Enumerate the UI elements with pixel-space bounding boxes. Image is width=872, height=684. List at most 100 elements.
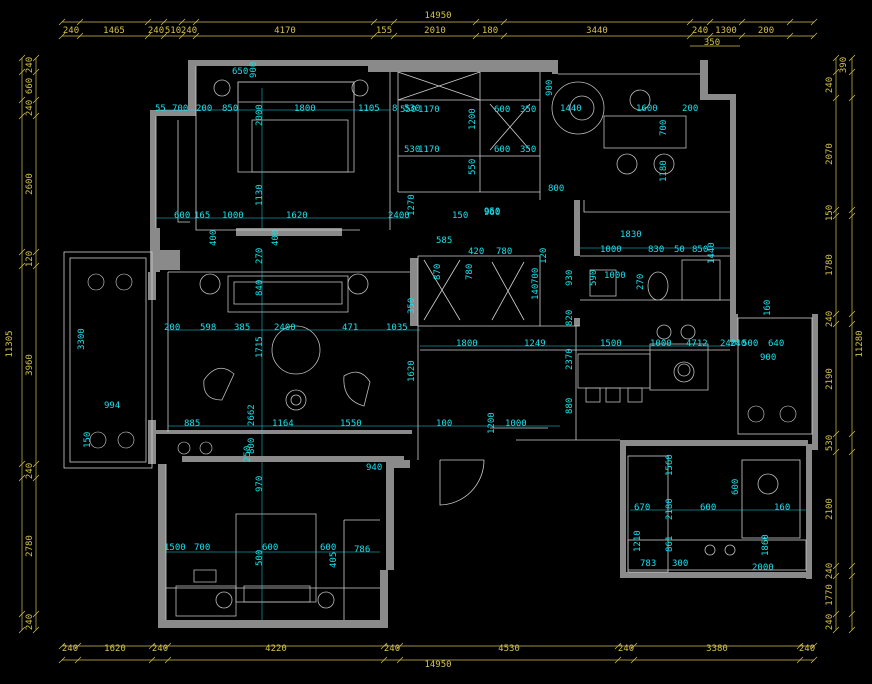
interior-dimension-label: 1550	[340, 419, 362, 429]
interior-dimension-label: 600	[262, 543, 278, 553]
interior-dimension-label: 250	[243, 446, 253, 462]
bottom-dimension-value: 4220	[265, 644, 287, 654]
interior-dimension-label: 150	[83, 432, 93, 448]
interior-dimension-label: 1500	[600, 339, 622, 349]
interior-dimension-label: 550	[400, 105, 416, 115]
interior-dimension-label: 1000	[600, 245, 622, 255]
interior-dimension-label: 650	[232, 67, 248, 77]
right-dimension-value: 240	[825, 563, 835, 579]
right-dimension-value: 1770	[825, 584, 835, 606]
interior-dimension-label: 850	[692, 245, 708, 255]
top-dimension-value: 510	[165, 26, 181, 36]
interior-dimension-label: 400	[271, 230, 281, 246]
bottom-dimension-value: 240	[384, 644, 400, 654]
right-dimension-value: 2190	[825, 368, 835, 390]
interior-dimension-label: 140	[531, 284, 541, 300]
left-dimension-value: 660	[25, 78, 35, 94]
interior-dimension-label: 840	[255, 280, 265, 296]
interior-dimension-label: 830	[648, 245, 664, 255]
top-dimension-value: 240	[181, 26, 197, 36]
interior-dimension-label: 885	[184, 419, 200, 429]
right-dimension-value: 390	[839, 57, 849, 73]
interior-dimension-label: 3300	[77, 328, 87, 350]
top-dimension-value: 240	[63, 26, 79, 36]
interior-dimension-label: 2400	[274, 323, 296, 333]
interior-dimension-label: 1000	[650, 339, 672, 349]
interior-dimension-label: 1800	[294, 104, 316, 114]
interior-dimension-label: 270	[255, 248, 265, 264]
interior-dimension-label: 700	[194, 543, 210, 553]
right-dimension-value: 530	[825, 435, 835, 451]
interior-dimension-label: 786	[354, 545, 370, 555]
furniture	[87, 79, 797, 617]
interior-dimension-label: 783	[640, 559, 656, 569]
bottom-dimension-value: 240	[62, 644, 78, 654]
interior-dimension-label: 600	[700, 503, 716, 513]
left-dimension-value: 2600	[25, 173, 35, 195]
interior-dimension-label: 200	[682, 104, 698, 114]
interior-dimension-label: 1200	[468, 108, 478, 130]
interior-dimension-label: 530	[404, 145, 420, 155]
bottom-dimension-value: 240	[152, 644, 168, 654]
left-total-dimension: 11305	[5, 330, 15, 357]
interior-dimension-label: 2400	[388, 211, 410, 221]
interior-dimension-label: 1130	[255, 184, 265, 206]
interior-dimension-label: 550	[468, 159, 478, 175]
interior-dimension-label: 405	[329, 552, 339, 568]
bottom-dimension-value: 1620	[104, 644, 126, 654]
right-dimension-value: 240	[825, 614, 835, 630]
interior-dimension-label: 994	[104, 401, 120, 411]
interior-dimension-label: 585	[436, 236, 452, 246]
interior-dimension-label: 1620	[407, 360, 417, 382]
interior-dimension-label: 420	[468, 247, 484, 257]
right-dimension-value: 150	[825, 205, 835, 221]
bottom-dimension-value: 240	[618, 644, 634, 654]
interior-dimension-label: 1180	[659, 160, 669, 182]
interior-dimension-label: 870	[433, 264, 443, 280]
left-dimension-value: 240	[25, 100, 35, 116]
interior-dimension-label: 1500	[164, 543, 186, 553]
interior-dimension-label: 1210	[633, 530, 643, 552]
interior-dimension-label: 2370	[565, 348, 575, 370]
interior-dimension-label: 1164	[272, 419, 294, 429]
interior-dimension-label: 270	[636, 274, 646, 290]
left-dimension-value: 240	[25, 57, 35, 73]
right-dimension-value: 1780	[825, 254, 835, 276]
interior-dimension-label: 1620	[286, 211, 308, 221]
top-dimension-value: 180	[482, 26, 498, 36]
interior-dimension-label: 900	[249, 62, 259, 78]
interior-dimension-label: 861	[665, 536, 675, 552]
interior-dimension-label: 240	[730, 339, 746, 349]
interior-dimension-label: 150	[452, 211, 468, 221]
right-dimension-value: 240	[825, 311, 835, 327]
interior-dimension-label: 600	[494, 105, 510, 115]
interior-dimension-label: 1000	[222, 211, 244, 221]
interior-dimension-label: 800	[548, 184, 564, 194]
top-dimension-value: 1465	[103, 26, 125, 36]
interior-dimension-label: 1170	[418, 105, 440, 115]
interior-dimension-label: 600	[494, 145, 510, 155]
top-dimension-value: 240	[148, 26, 164, 36]
top-total-dimension: 14950	[424, 11, 451, 21]
interior-dimension-label: 600	[320, 543, 336, 553]
interior-dimension-label: 700	[172, 104, 188, 114]
right-total-dimension: 11280	[855, 330, 865, 357]
left-dimension-value: 3960	[25, 354, 35, 376]
interior-dimension-label: 960	[484, 208, 500, 218]
interior-dimension-label: 2662	[247, 404, 257, 426]
top-dimension-value: 155	[376, 26, 392, 36]
interior-dimension-label: 1715	[255, 336, 265, 358]
interior-dimension-label: 1200	[487, 412, 497, 434]
interior-dimension-label: 800	[247, 438, 257, 454]
bottom-dimension-value: 4530	[498, 644, 520, 654]
interior-dimension-label: 2180	[665, 498, 675, 520]
top-dimension-value: 4170	[274, 26, 296, 36]
interior-dimension-label: 940	[366, 463, 382, 473]
right-dimension-value: 2070	[825, 143, 835, 165]
left-dimension-value: 240	[25, 463, 35, 479]
interior-dimension-label: 780	[465, 264, 475, 280]
